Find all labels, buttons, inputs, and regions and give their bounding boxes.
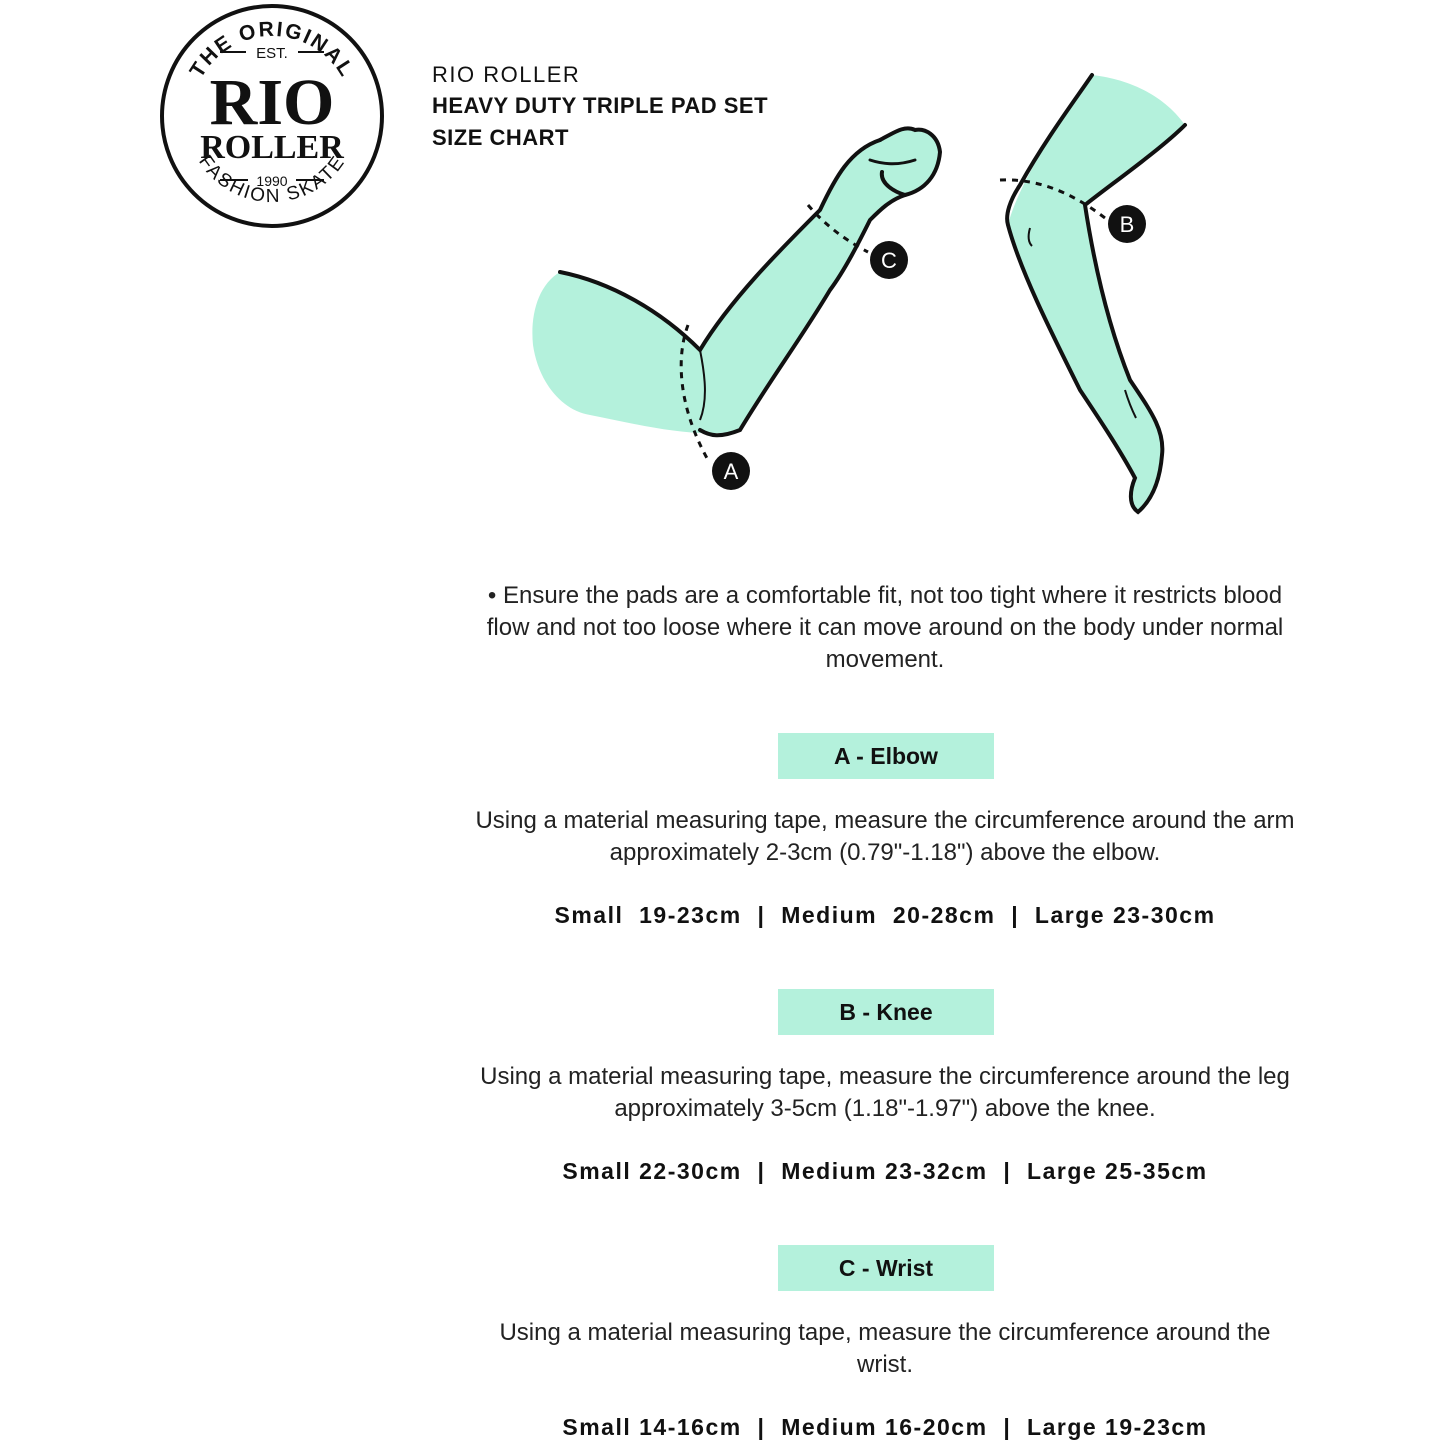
limb-illustration: A C B [532, 73, 1187, 515]
leg-icon: B [999, 73, 1187, 515]
marker-a: A [724, 459, 739, 484]
header: RIO ROLLER HEAVY DUTY TRIPLE PAD SET SIZ… [432, 60, 768, 154]
logo-est: EST. [256, 45, 288, 62]
title-line-1: HEAVY DUTY TRIPLE PAD SET [432, 93, 769, 118]
sizes-wrist: Small 14-16cm | Medium 16-20cm | Large 1… [562, 1414, 1208, 1440]
fit-note: • Ensure the pads are a comfortable fit,… [486, 582, 1284, 673]
logo-line2: ROLLER [200, 129, 344, 166]
section-label-wrist: C - Wrist [778, 1245, 994, 1291]
marker-b: B [1120, 212, 1135, 237]
measurement-illustration: A C B [500, 60, 1220, 530]
arm-icon: A C [532, 126, 943, 490]
section-label-knee: B - Knee [778, 989, 994, 1035]
sizes-elbow: Small 19-23cm | Medium 20-28cm | Large 2… [554, 902, 1216, 928]
logo-badge-icon: THE ORIGINAL FASHION SKATE EST. RIO ROLL… [160, 4, 384, 228]
logo-line1: RIO [210, 66, 335, 139]
title-line-2: SIZE CHART [432, 125, 569, 150]
marker-c: C [881, 248, 897, 273]
instruction-knee: Using a material measuring tape, measure… [480, 1063, 1290, 1122]
brand-logo: THE ORIGINAL FASHION SKATE EST. RIO ROLL… [158, 2, 386, 230]
instruction-wrist: Using a material measuring tape, measure… [499, 1319, 1271, 1378]
instruction-elbow: Using a material measuring tape, measure… [475, 807, 1295, 866]
section-label-elbow: A - Elbow [778, 733, 994, 779]
sizes-knee: Small 22-30cm | Medium 23-32cm | Large 2… [562, 1158, 1208, 1184]
brand-name: RIO ROLLER [432, 62, 581, 87]
logo-year: 1990 [256, 173, 287, 189]
